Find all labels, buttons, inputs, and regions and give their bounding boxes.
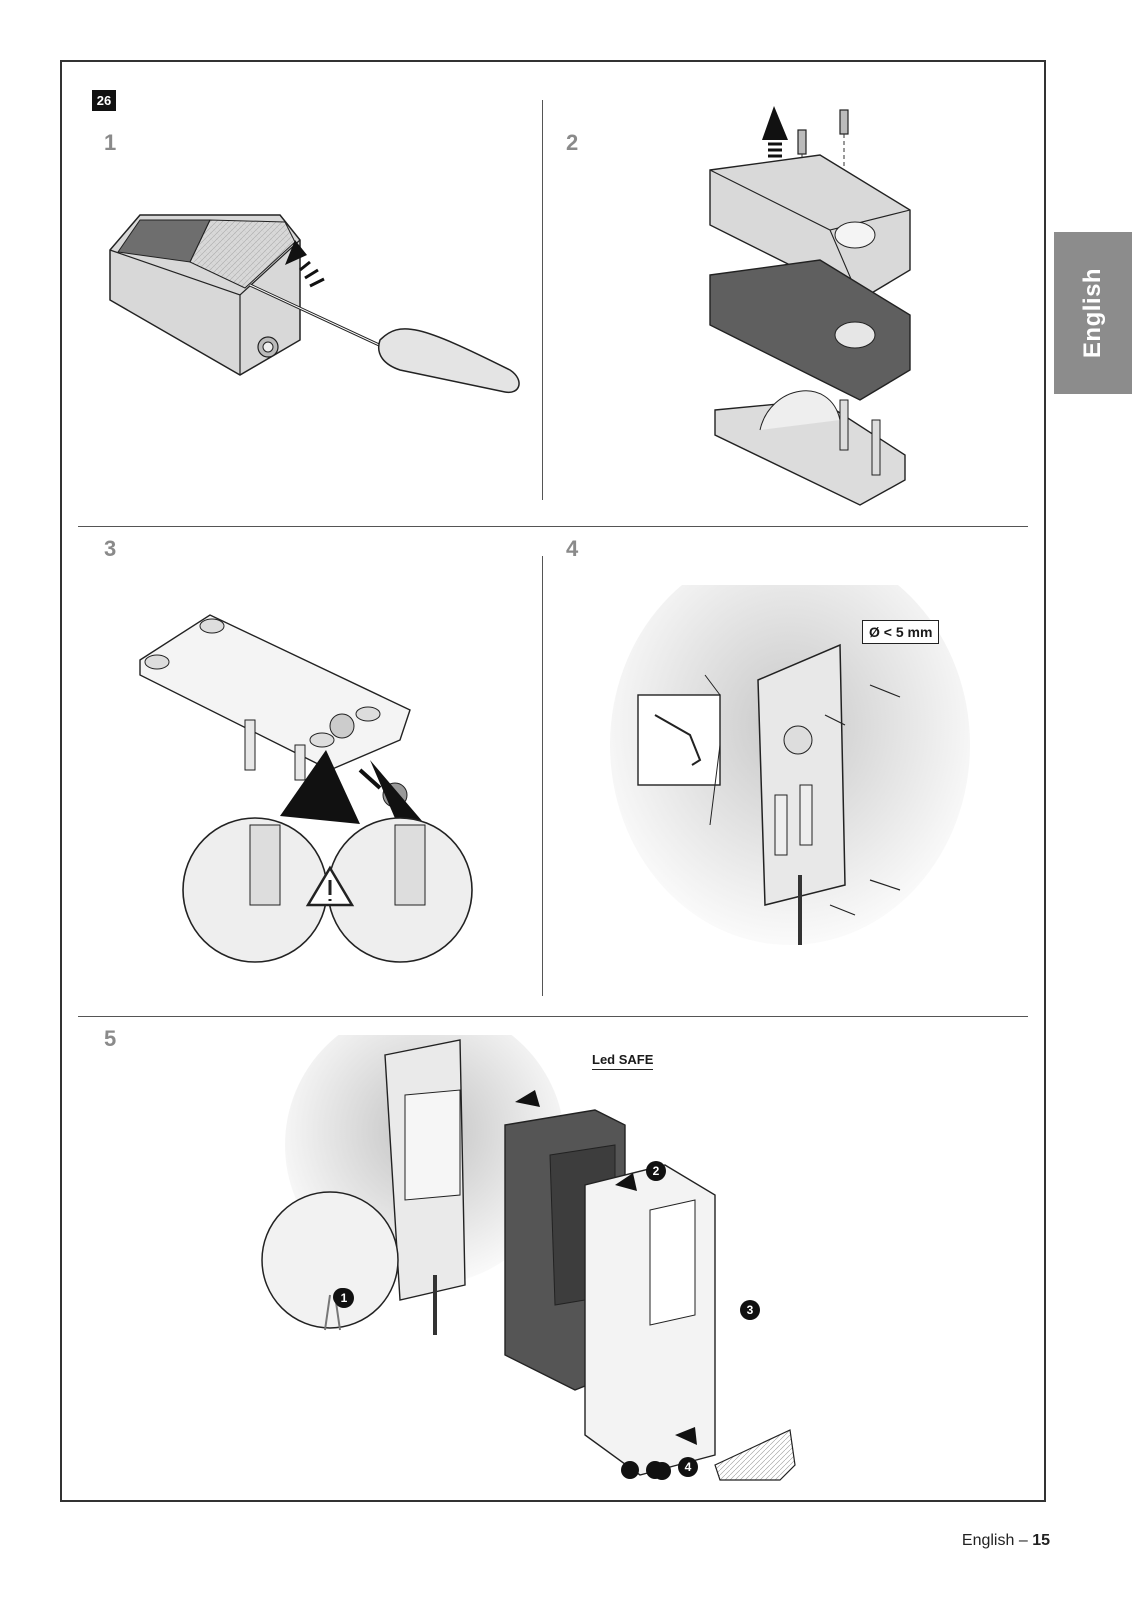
step5-marker-2: 2	[646, 1161, 666, 1181]
page-footer: English – 15	[962, 1532, 1050, 1550]
step2-illustration	[700, 100, 930, 510]
step5-marker-3: 3	[740, 1300, 760, 1320]
step-number-2: 2	[566, 130, 578, 156]
step-number-5: 5	[104, 1026, 116, 1052]
step-number-3: 3	[104, 536, 116, 562]
step5-marker-1: 1	[334, 1288, 354, 1308]
step5-marker-4: 4	[678, 1457, 698, 1477]
row-divider-2	[78, 1016, 1028, 1017]
col-divider-top	[542, 100, 543, 500]
step3-illustration	[130, 610, 530, 970]
hole-diameter-callout: Ø < 5 mm	[862, 620, 939, 644]
figure-number-badge: 26	[92, 90, 116, 111]
led-safe-label: Led SAFE	[592, 1052, 653, 1070]
side-tab-label: English	[1079, 268, 1107, 358]
step4-illustration	[600, 585, 1000, 965]
col-divider-middle	[542, 556, 543, 996]
step-number-1: 1	[104, 130, 116, 156]
footer-language: English	[962, 1532, 1014, 1549]
step-number-4: 4	[566, 536, 578, 562]
step1-illustration	[100, 200, 540, 400]
step5-illustration	[255, 1035, 815, 1485]
footer-separator: –	[1019, 1532, 1028, 1549]
row-divider-1	[78, 526, 1028, 527]
footer-page-number: 15	[1032, 1532, 1050, 1549]
language-side-tab: English	[1054, 232, 1132, 394]
